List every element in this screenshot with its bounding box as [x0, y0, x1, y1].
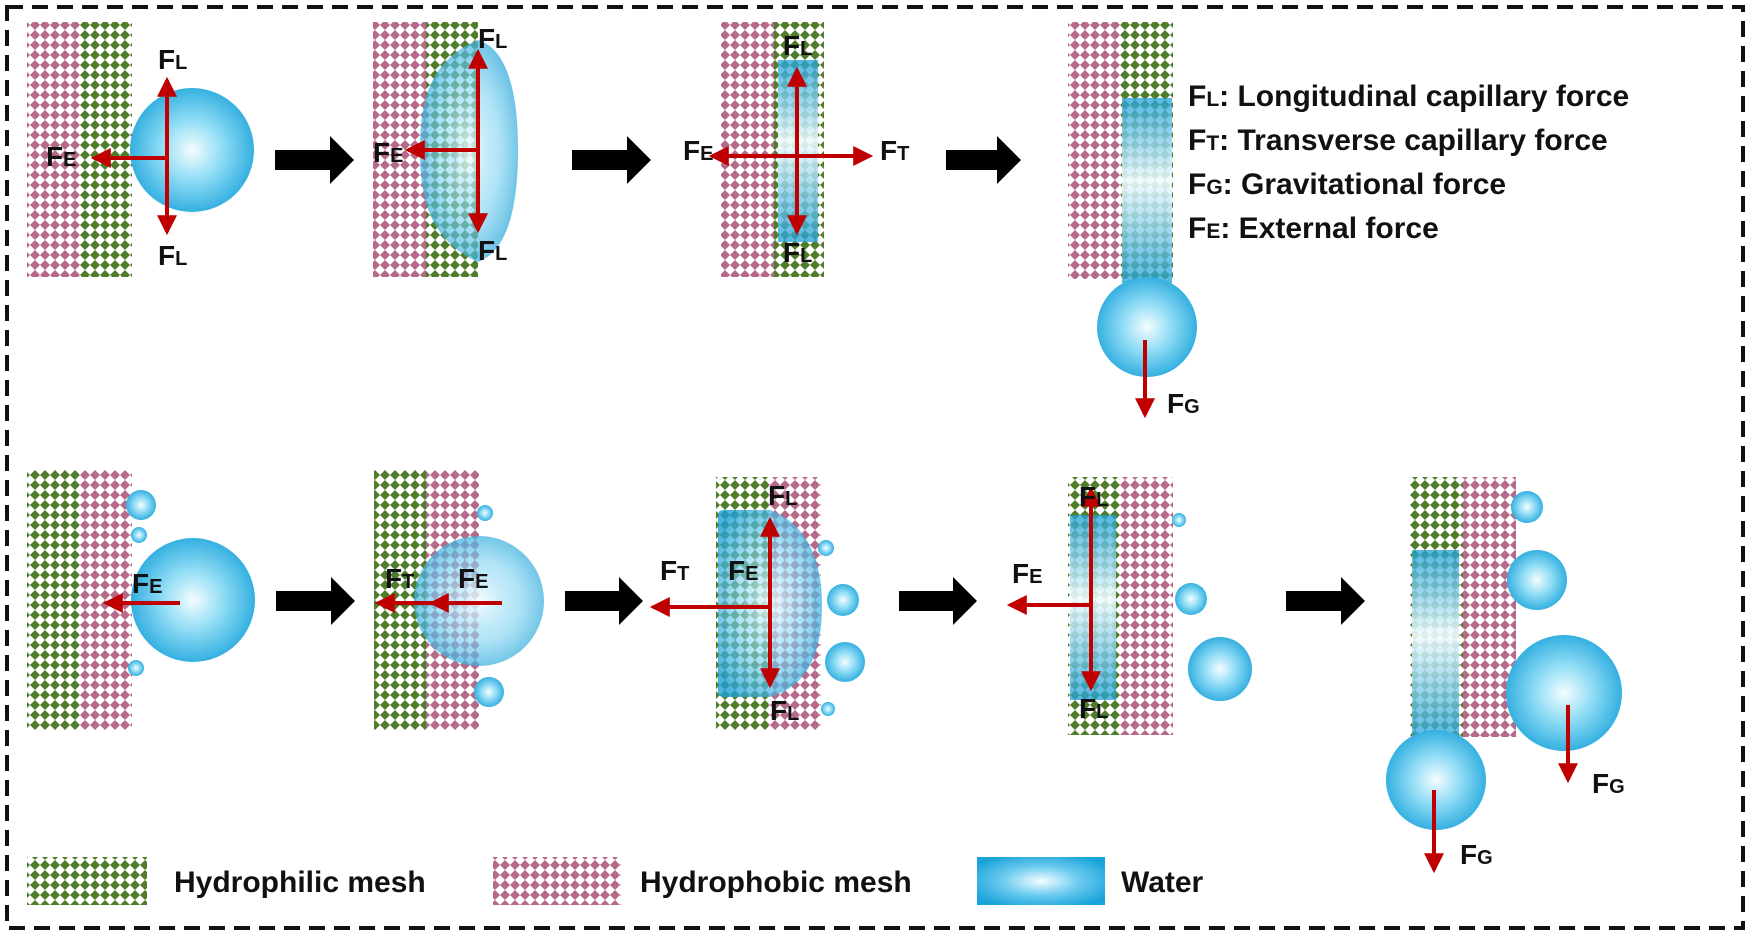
- top-stage-1: FL FL FE: [27, 22, 254, 277]
- label-fe: FE: [1012, 558, 1042, 589]
- label-ft: FT: [385, 563, 414, 594]
- small-droplet: [1188, 637, 1252, 701]
- water-droplet: [131, 538, 255, 662]
- hydrophobic-mesh: [79, 470, 132, 730]
- water-droplet-falling: [1506, 635, 1622, 751]
- legend-ft: FT: Transverse capillary force: [1188, 124, 1608, 157]
- process-arrow: [275, 136, 354, 184]
- water-droplet-falling: [1097, 277, 1197, 377]
- small-droplet: [1511, 491, 1543, 523]
- small-droplet: [818, 540, 834, 556]
- process-arrow: [899, 577, 977, 625]
- process-arrow: [565, 577, 643, 625]
- outer-dashed-frame: [5, 5, 1745, 930]
- small-droplet: [1175, 583, 1207, 615]
- top-stage-2: FL FL FE: [373, 22, 518, 277]
- bottom-stage-4: FL FL FE: [1006, 477, 1252, 735]
- label-fl-bottom: FL: [783, 237, 812, 268]
- hydrophobic-mesh: [721, 22, 774, 277]
- small-droplet: [126, 490, 156, 520]
- label-fe: FE: [46, 141, 76, 172]
- label-fl-bottom: FL: [478, 235, 507, 266]
- process-arrow: [276, 577, 355, 625]
- hydrophobic-mesh: [1120, 477, 1173, 735]
- label-fl-top: FL: [1079, 481, 1108, 512]
- water-film-column: [1122, 98, 1172, 283]
- small-droplet: [1507, 550, 1567, 610]
- label-fe: FE: [373, 137, 403, 168]
- legend-swatch-hydrophilic: [27, 857, 147, 905]
- legend-swatch-hydrophobic: [493, 857, 621, 905]
- label-fg: FG: [1592, 768, 1625, 799]
- process-arrow: [1286, 577, 1365, 625]
- hydrophilic-mesh: [80, 22, 132, 277]
- small-droplet: [131, 527, 147, 543]
- water-droplet-falling: [1386, 730, 1486, 830]
- force-legend: FL: Longitudinal capillary force FT: Tra…: [1188, 80, 1629, 245]
- small-droplet: [128, 660, 144, 676]
- water-droplet: [130, 88, 254, 212]
- process-arrow: [572, 136, 651, 184]
- material-legend: Hydrophilic mesh Hydrophobic mesh Water: [27, 857, 1204, 905]
- label-ft: FT: [660, 555, 689, 586]
- small-droplet: [1172, 513, 1186, 527]
- legend-label-water: Water: [1121, 866, 1204, 899]
- bottom-stage-2: FT FE: [374, 470, 544, 730]
- bottom-stage-1: FE: [27, 470, 255, 730]
- legend-fg: FG: Gravitational force: [1188, 168, 1506, 201]
- label-fg: FG: [1460, 839, 1493, 870]
- hydrophobic-mesh: [1068, 22, 1121, 279]
- label-fe: FE: [728, 555, 758, 586]
- small-droplet: [477, 505, 493, 521]
- small-droplet: [827, 584, 859, 616]
- label-ft: FT: [880, 135, 909, 166]
- legend-swatch-water: [977, 857, 1105, 905]
- legend-label-hydrophobic: Hydrophobic mesh: [640, 866, 912, 899]
- bottom-stage-5: FG FG: [1386, 477, 1625, 874]
- small-droplet: [474, 677, 504, 707]
- label-fl-top: FL: [158, 44, 187, 75]
- top-stage-4: FG: [1068, 22, 1200, 419]
- label-fe: FE: [132, 568, 162, 599]
- bottom-stage-3: FL FL FT FE: [649, 477, 865, 730]
- label-fl-bottom: FL: [1079, 693, 1108, 724]
- label-fg: FG: [1167, 388, 1200, 419]
- small-droplet: [821, 702, 835, 716]
- legend-fe: FE: External force: [1188, 212, 1439, 245]
- hydrophilic-mesh: [27, 470, 79, 730]
- label-fl-top: FL: [768, 480, 797, 511]
- label-fe: FE: [683, 135, 713, 166]
- top-stage-3: FL FL FE FT: [683, 22, 909, 277]
- hydrophobic-mesh: [27, 22, 80, 277]
- label-fl-bottom: FL: [770, 695, 799, 726]
- legend-label-hydrophilic: Hydrophilic mesh: [174, 866, 426, 899]
- label-fl-bottom: FL: [158, 240, 187, 271]
- label-fe: FE: [458, 563, 488, 594]
- small-droplet: [825, 642, 865, 682]
- water-film-column: [1412, 550, 1459, 740]
- label-fl-top: FL: [478, 23, 507, 54]
- process-arrow: [946, 136, 1021, 184]
- label-fl-top: FL: [783, 30, 812, 61]
- legend-fl: FL: Longitudinal capillary force: [1188, 80, 1629, 113]
